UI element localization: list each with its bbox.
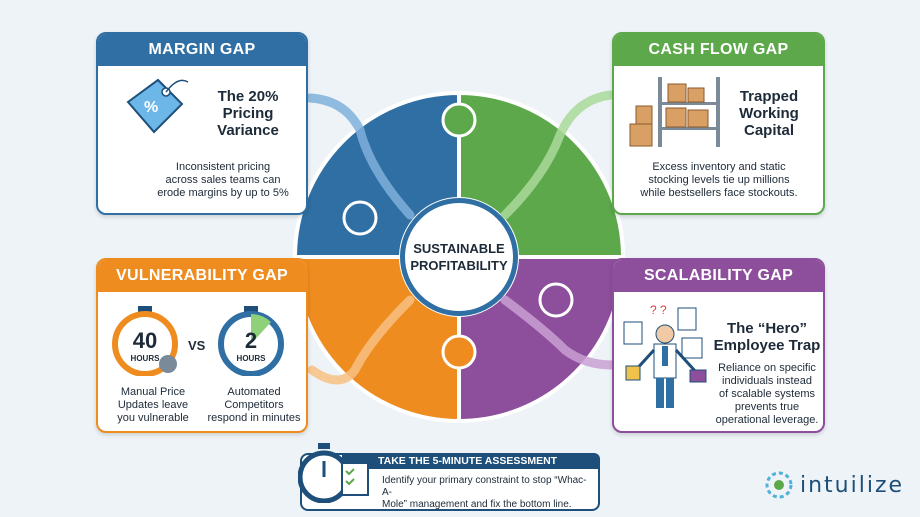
scalability-desc-l5: operational leverage. xyxy=(715,414,819,426)
svg-text:? ?: ? ? xyxy=(650,303,667,317)
scalability-desc-l1: Reliance on specific xyxy=(718,362,816,374)
cashflow-desc-l2: stocking levels tie up millions xyxy=(648,174,790,186)
multitasking-employee-icon: ? ? xyxy=(623,303,707,408)
vuln-right-l2: Competitors xyxy=(224,399,284,411)
arrow-to-margin xyxy=(305,93,415,220)
margin-title-l2: Pricing xyxy=(222,105,274,122)
center-circle: SUSTAINABLE PROFITABILITY xyxy=(400,198,518,316)
timer1-value: 40 xyxy=(132,328,158,353)
margin-title: The 20% Pricing Variance xyxy=(208,88,288,139)
assessment-text: Identify your primary constraint to stop… xyxy=(382,475,592,511)
margin-desc-l2: across sales teams can xyxy=(165,174,281,186)
cash-flow-gap-header: CASH FLOW GAP xyxy=(614,34,823,66)
timer2-unit: HOURS xyxy=(236,354,266,363)
margin-title-l3: Variance xyxy=(217,122,279,139)
arrow-to-cashflow xyxy=(500,90,615,220)
cashflow-title-l3: Capital xyxy=(743,122,794,139)
assessment-title: TAKE THE 5-MINUTE ASSESSMENT xyxy=(342,453,600,469)
vulnerability-gap-card: VULNERABILITY GAP 40 HOURS VS 2 HOURS Ma… xyxy=(96,258,308,433)
cashflow-desc-l1: Excess inventory and static xyxy=(652,161,786,173)
scalability-title: The “Hero” Employee Trap xyxy=(712,320,822,354)
margin-desc-l3: erode margins by up to 5% xyxy=(157,187,289,199)
cashflow-title: Trapped Working Capital xyxy=(730,88,808,139)
svg-text:%: % xyxy=(144,99,158,116)
vulnerability-right-desc: Automated Competitors respond in minutes xyxy=(202,386,306,425)
scalability-title-l2: Employee Trap xyxy=(713,337,821,354)
vs-label: VS xyxy=(188,338,206,353)
vulnerability-gap-header: VULNERABILITY GAP xyxy=(98,260,306,292)
timer2-value: 2 xyxy=(244,328,258,353)
scalability-gap-card: SCALABILITY GAP ? ? The “Hero” Employee … xyxy=(612,258,825,433)
arrow-to-vulnerability xyxy=(307,295,415,385)
scalability-desc-l2: individuals instead xyxy=(722,375,812,387)
assessment-line2: Mole” management and fix the bottom line… xyxy=(382,499,572,510)
scalability-gap-header: SCALABILITY GAP xyxy=(614,260,823,292)
cashflow-desc: Excess inventory and static stocking lev… xyxy=(624,161,814,200)
intuilize-logo[interactable]: intuilize xyxy=(764,470,904,500)
vuln-right-l1: Automated xyxy=(227,386,281,398)
margin-gap-header: MARGIN GAP xyxy=(98,34,306,66)
cashflow-title-l1: Trapped xyxy=(739,88,799,105)
stopwatch-2-icon xyxy=(218,306,284,376)
puzzle-knob-2 xyxy=(441,334,477,370)
arrow-to-scalability xyxy=(500,295,617,370)
cash-flow-gap-card: CASH FLOW GAP Trapped Working Capital Ex… xyxy=(612,32,825,215)
puzzle-knob-1 xyxy=(342,200,378,236)
price-tag-icon: % xyxy=(126,78,189,134)
vuln-left-l1: Manual Price xyxy=(120,386,186,398)
scalability-desc: Reliance on specific individuals instead… xyxy=(712,362,822,427)
vuln-left-l3: you vulnerable xyxy=(117,412,189,424)
logo-mark-icon xyxy=(765,471,793,499)
margin-title-l1: The 20% xyxy=(217,88,279,105)
scalability-desc-l3: of scalable systems xyxy=(719,388,815,400)
brand-name: intuilize xyxy=(800,472,905,498)
stopwatch-40-icon xyxy=(112,306,178,376)
margin-gap-card: MARGIN GAP % The 20% Pricing Variance In… xyxy=(96,32,308,215)
stopwatch-checklist-icon xyxy=(298,443,369,503)
puzzle-knob-0 xyxy=(441,102,477,138)
assessment-line1: Identify your primary constraint to stop… xyxy=(382,475,587,498)
scalability-desc-l4: prevents true xyxy=(734,401,800,413)
margin-desc: Inconsistent pricing across sales teams … xyxy=(148,161,298,200)
puzzle-knob-3 xyxy=(538,282,574,318)
vuln-left-l2: Updates leave xyxy=(117,399,189,411)
inventory-shelf-icon xyxy=(629,77,720,147)
vuln-right-l3: respond in minutes xyxy=(207,412,301,424)
margin-desc-l1: Inconsistent pricing xyxy=(175,161,271,173)
cashflow-title-l2: Working xyxy=(739,105,799,122)
center-line1: SUSTAINABLE xyxy=(413,241,505,256)
assessment-banner[interactable]: TAKE THE 5-MINUTE ASSESSMENT Identify yo… xyxy=(298,443,600,511)
cashflow-desc-l3: while bestsellers face stockouts. xyxy=(640,187,798,199)
center-line2: PROFITABILITY xyxy=(410,258,508,273)
vulnerability-left-desc: Manual Price Updates leave you vulnerabl… xyxy=(108,386,198,425)
scalability-title-l1: The “Hero” xyxy=(726,320,807,337)
timer1-unit: HOURS xyxy=(130,354,160,363)
